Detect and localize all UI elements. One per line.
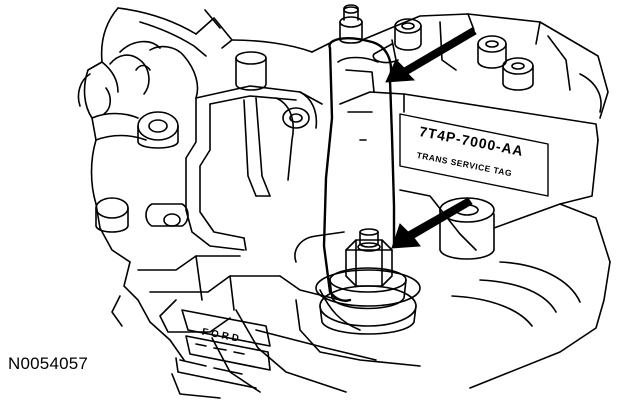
arrow-lower (391, 197, 473, 249)
right-housing (171, 13, 611, 399)
arrow-upper (385, 27, 477, 83)
figure-id-label: N0054057 (8, 354, 89, 373)
service-tag-strap (322, 4, 396, 302)
left-housing (77, 7, 323, 361)
mounting-nut (315, 228, 421, 335)
service-tag-label: 7T4P-7000-AA TRANS SERVICE TAG (416, 123, 525, 178)
